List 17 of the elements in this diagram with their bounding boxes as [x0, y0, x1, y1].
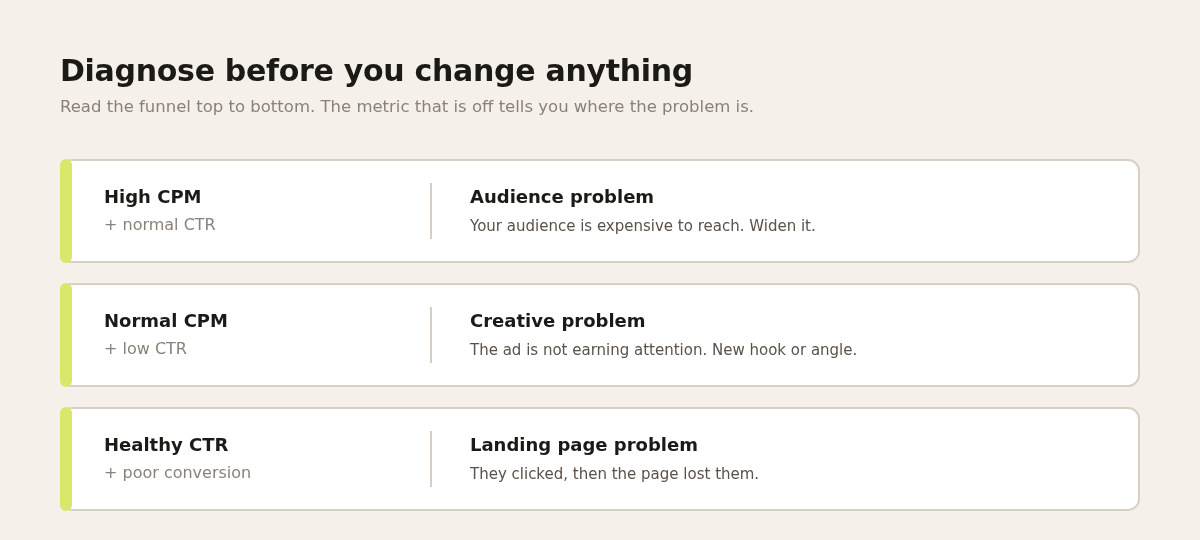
subtitle-text: Read the funnel top to bottom. The metric that is off tells you where the problem is.: [60, 96, 755, 118]
symptom-heading: High CPM: [104, 185, 202, 209]
symptom-detail: + normal CTR: [104, 214, 216, 236]
problem-heading: Audience problem: [470, 185, 655, 209]
diagnosis-card: [60, 283, 1140, 387]
symptom-heading: Normal CPM: [104, 309, 228, 333]
diagnosis-card: [60, 407, 1140, 511]
diagnosis-card: [60, 159, 1140, 263]
problem-description: Your audience is expensive to reach. Widen it.: [470, 216, 816, 237]
problem-heading: Landing page problem: [470, 433, 698, 457]
symptom-detail: + low CTR: [104, 338, 187, 360]
problem-description: They clicked, then the page lost them.: [470, 464, 760, 485]
symptom-heading: Healthy CTR: [104, 433, 229, 457]
page-title: Diagnose before you change anything: [60, 52, 694, 90]
symptom-detail: + poor conversion: [104, 462, 252, 484]
problem-description: The ad is not earning attention. New hook or angle.: [470, 340, 858, 361]
problem-heading: Creative problem: [470, 309, 646, 333]
